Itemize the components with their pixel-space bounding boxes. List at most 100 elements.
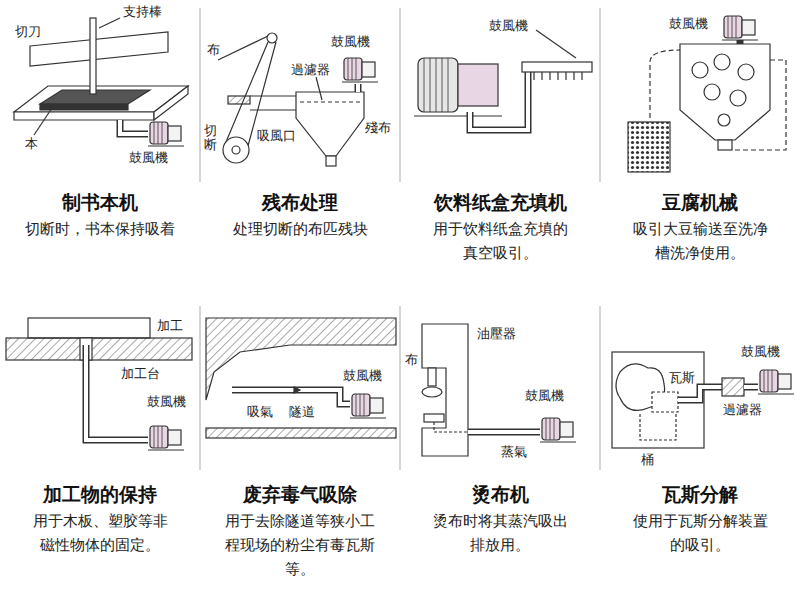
tunnel-extraction-part	[232, 390, 350, 404]
panel-title: 瓦斯分解	[605, 482, 795, 506]
workpiece-holder-part	[28, 318, 150, 338]
ironing-machine-part	[422, 387, 442, 397]
carton-filling-machine	[414, 30, 592, 130]
part-label: 過濾器	[722, 402, 763, 417]
carton-filling-machine-part	[414, 115, 502, 116]
tofu-machinery-part	[714, 54, 730, 70]
panel-description: 用于木板、塑胶等非磁性物体的固定。	[29, 509, 171, 557]
carton-filling-machine-part	[536, 30, 576, 58]
panel-description: 处理切断的布匹残块	[215, 217, 385, 241]
part-label: 鼓風機	[740, 344, 781, 359]
part-label: 隧道	[288, 404, 316, 419]
tunnel-extraction	[206, 318, 396, 438]
panel-description: 吸引大豆输送至洗净槽洗净使用。	[629, 217, 771, 265]
panel-separators-part	[600, 306, 601, 470]
gas-decomposition	[612, 352, 794, 448]
tunnel-extraction-part	[350, 394, 386, 418]
part-label: 布	[404, 352, 419, 367]
tunnel-extraction-part	[206, 428, 396, 438]
panel-separators-part	[600, 8, 601, 182]
tofu-machinery-part	[718, 114, 730, 126]
part-label: 鼓風機	[668, 16, 709, 31]
part-label: 吸風口	[256, 128, 297, 143]
part-label: 本	[24, 136, 39, 151]
part-label: 蒸氣	[500, 444, 528, 459]
cloth-scrap-system-part	[316, 77, 322, 100]
cloth-scrap-system-part	[356, 84, 360, 92]
part-label: 殘布	[364, 120, 392, 135]
ironing-machine-part	[468, 429, 540, 436]
cloth-scrap-system	[218, 33, 378, 166]
tofu-machinery-part	[628, 122, 670, 172]
bookbinding-machine	[14, 18, 188, 146]
ironing-machine-part	[424, 414, 444, 422]
workpiece-holder-part	[148, 426, 184, 450]
tofu-machinery	[628, 16, 786, 172]
panel-description: 切断时，书本保持吸着	[15, 217, 185, 241]
bookbinding-machine-part	[90, 18, 96, 94]
panel-separators-part	[400, 306, 401, 470]
bookbinding-machine-part	[99, 18, 120, 28]
part-label: 支持棒	[122, 4, 163, 19]
tofu-machinery-part	[680, 44, 770, 140]
gas-decomposition-part	[722, 378, 744, 396]
panel-title: 废弃毒气吸除	[205, 482, 395, 506]
bookbinding-machine-part	[148, 122, 184, 146]
part-label: 鼓風機	[330, 34, 371, 49]
gas-decomposition-part	[678, 387, 722, 400]
gas-decomposition-part	[652, 392, 678, 412]
workpiece-holder-part	[86, 345, 148, 440]
panel-title: 残布处理	[205, 190, 395, 214]
panel-separators	[200, 8, 600, 470]
panel-description: 用于去除隧道等狭小工程现场的粉尘有毒瓦斯等。	[222, 509, 378, 581]
cloth-scrap-system-part	[300, 101, 360, 102]
panel-separators-part	[200, 8, 201, 182]
cloth-scrap-system-part	[326, 156, 336, 166]
part-label: 鼓風機	[128, 150, 169, 165]
part-label: 切断	[204, 124, 217, 153]
part-label: 鼓風機	[146, 394, 187, 409]
carton-filling-machine-part	[470, 72, 528, 130]
ironing-machine-part	[540, 418, 576, 442]
tofu-machinery-part	[738, 64, 754, 80]
part-label: 加工	[156, 318, 184, 333]
ironing-machine-part	[468, 430, 540, 434]
gas-decomposition-part	[678, 387, 722, 400]
workpiece-holder	[6, 318, 192, 450]
gas-decomposition-part	[744, 384, 758, 391]
part-label: 鼓風機	[524, 388, 565, 403]
workpiece-holder-part	[6, 338, 192, 360]
part-label: 瓦斯	[668, 370, 696, 385]
bookbinding-machine-part	[120, 120, 148, 134]
part-label: 布	[206, 42, 221, 57]
tofu-machinery-part	[730, 90, 746, 106]
cloth-scrap-system-part	[250, 96, 296, 110]
bookbinding-machine-part	[14, 112, 154, 120]
tofu-machinery-part	[692, 62, 708, 78]
panel-title: 饮料纸盒充填机	[405, 190, 595, 214]
bookbinding-machine-part	[154, 86, 188, 120]
carton-filling-machine-part	[534, 72, 582, 80]
ironing-machine-part	[422, 324, 468, 456]
carton-filling-machine-part	[458, 64, 498, 106]
carton-filling-machine-part	[424, 58, 448, 112]
tofu-machinery-part	[718, 140, 732, 150]
part-label: 油壓器	[476, 326, 517, 341]
panel-description: 使用于瓦斯分解装置的吸引。	[629, 509, 771, 557]
panel-description: 用于饮料纸盒充填的真空吸引。	[429, 217, 571, 265]
tunnel-extraction-part	[232, 390, 350, 404]
part-label: 鼓風機	[342, 368, 383, 383]
part-label: 切刀	[14, 24, 42, 39]
part-label: 桶	[640, 452, 655, 467]
panel-title: 豆腐机械	[605, 190, 795, 214]
part-label: 吸氣	[246, 404, 274, 419]
gas-decomposition-part	[640, 414, 676, 440]
ironing-machine-part	[434, 422, 468, 432]
carton-filling-machine-part	[418, 58, 458, 112]
cloth-scrap-system-part	[296, 92, 364, 156]
cloth-scrap-system-part	[232, 146, 240, 154]
cloth-scrap-system-part	[228, 96, 250, 104]
ironing-machine	[422, 324, 576, 456]
bookbinding-machine-part	[30, 32, 168, 66]
